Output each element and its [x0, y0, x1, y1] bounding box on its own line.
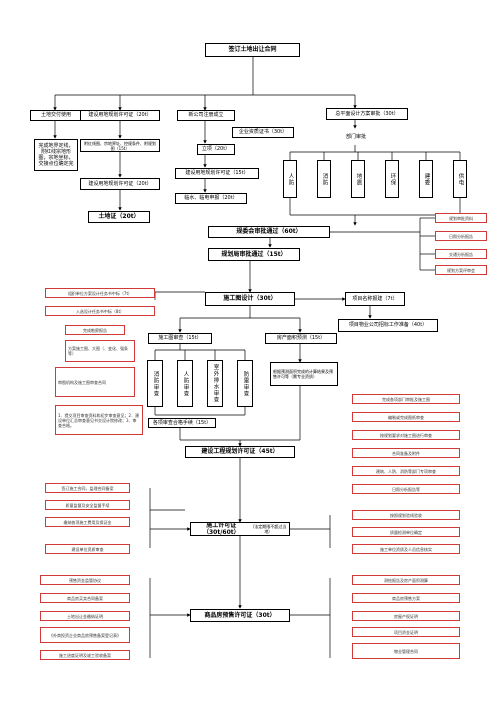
approval-note-3: 交通分析报告	[435, 249, 487, 259]
presale-right-4: 项目资金证明	[352, 627, 460, 637]
review-note: 方案施工图、大图（、变化、强条等）	[65, 340, 135, 362]
approval-note-2: 日照分析报告	[435, 231, 487, 241]
approval-note-1: 规划审批资料	[435, 213, 487, 223]
permit-left-2: 质量监督及安全监督手续	[45, 500, 130, 510]
temp-power-box: 临水、临电申报（20t）	[175, 193, 247, 204]
review-note-2: 审图机构及施工图审查合同	[55, 367, 135, 397]
right-list-1: 完成各项部门审批及施工图	[352, 394, 460, 404]
dept-box-2: 消防	[317, 160, 331, 198]
planning-permit-box: 建设工程规划许可证（45t）	[185, 446, 295, 458]
construction-permit-box: 施工许可证（30t/60t） （法定期限不超过当地）	[190, 522, 290, 536]
land-cert-box: 土地证（20t）	[88, 211, 150, 223]
permit-left-3: 缴纳各项施工费用及保证金	[45, 517, 130, 527]
presale-permit-box: 商品房预售许可证（30t）	[190, 609, 290, 622]
design-note-1: 组织单位方案设计任务书中标（7t）	[45, 288, 155, 298]
presale-left-5: 施工进度证明及竣工验收备案	[40, 650, 130, 660]
title-box: 签订土地出让合同	[205, 43, 300, 57]
right-list-2: 编制或完成图纸审查	[352, 412, 460, 422]
presale-left-4: 《外商投资企业商品房预售备案登记表》	[40, 627, 130, 643]
presale-right-2: 商品房预售方案	[352, 593, 460, 603]
construction-permit-note: （法定期限不超过当地）	[250, 524, 287, 534]
approval-note-4: 规划方案评审会	[435, 265, 487, 275]
permit-right-1: 按照规划验线验收	[352, 510, 460, 520]
enterprise-cert-box: 企业资质证书（30t）	[232, 127, 294, 138]
design-note-2: 入选设计任务书中标（8t）	[45, 306, 155, 316]
drawing-review-box: 施工图审查（15t）	[148, 333, 212, 344]
tender-box: 项目物业公司招标工作准备（40t）	[338, 319, 438, 332]
review-steps: 1．提交项目审查资料和初步审查意见；2．建设单位汇总审查意见书交设计院修改；3．…	[55, 405, 143, 435]
construction-permit-label: 施工许可证（30t/60t）	[202, 522, 240, 536]
plan-permit-box-3: 建设用地规划许可证（15t）	[175, 168, 259, 179]
pre-sale-area-box: 房产面积预测（15t）	[265, 333, 337, 344]
permit-right-3: 施工单位资质及人员信息核实	[352, 544, 460, 554]
check-lightning-box: 防雷审查	[237, 360, 253, 407]
right-list-4: 合同准备及附件	[352, 448, 460, 458]
right-list-3: 按规划要求对施工图进行审查	[352, 430, 460, 440]
permit-left-4: 建设单位资质审查	[45, 544, 130, 554]
dept-box-4: 环保	[385, 160, 399, 198]
master-plan-box: 总平面设计方案审批（30t）	[326, 108, 408, 120]
permit-right-2: 质量检测单位确定	[352, 527, 460, 537]
presale-left-1: 预售资金监管协议	[40, 575, 130, 585]
right-list-5: 建筑、人防、消防等部门专项审查	[352, 466, 460, 476]
project-setup-box: 立项（20t）	[197, 144, 235, 155]
dept-box-1: 人防	[283, 160, 297, 198]
presale-left-3: 土地出让金缴纳证明	[40, 611, 130, 621]
presale-right-5: 物业管理合同	[352, 643, 460, 659]
pre-sale-note: 根据预测面积完成的计算结果及预售许可等（需专业资质）	[270, 362, 338, 386]
plan-permit-box-1: 建设用地规划许可证（20t）	[80, 110, 160, 121]
check-civil-defense-box: 人防审查	[177, 360, 193, 407]
plan-permit-note: 附红线图、宗地界址、控规条件、附规划图（15t）	[80, 139, 160, 152]
check-drainage-box: 室外排水审查	[207, 360, 223, 407]
dept-box-5: 建委	[419, 160, 433, 198]
bidding-box: 项目名称报建（7t）	[345, 292, 405, 306]
presale-right-3: 房屋产权证明	[352, 611, 460, 621]
presale-left-2: 商品房买卖合同备案	[40, 593, 130, 603]
qualified-box: 各项审查合格手续（15t）	[148, 418, 216, 428]
planning-bureau-box: 规划局审批通过（15t）	[208, 248, 300, 261]
right-list-6: 日照分析报告等	[352, 484, 460, 494]
doc-note: 完成勘察报告	[65, 325, 125, 335]
permit-left-1: 签订施工合同，监理合同备案	[45, 483, 130, 493]
dept-box-6: 供电	[453, 160, 467, 198]
land-delivery-box: 土地交付使用	[30, 110, 82, 121]
land-delivery-note: 完成地界定线，附红线宗地形图，宗地坐标，交接点位确定完	[34, 139, 78, 171]
plan-permit-box-2: 建设用地规划许可证（20t）	[80, 178, 160, 190]
check-fire-box: 消防审查	[147, 360, 163, 407]
planning-committee-box: 规委会审批通过（60t）	[208, 226, 330, 238]
presale-right-1: 测绘报告及房产面积测算	[352, 575, 460, 585]
construction-drawing-box: 施工图设计（30t）	[205, 292, 295, 306]
dept-review-label: 部门审批	[338, 129, 374, 145]
company-box: 新公司注册成立	[177, 110, 235, 121]
dept-box-3: 地震	[351, 160, 365, 198]
